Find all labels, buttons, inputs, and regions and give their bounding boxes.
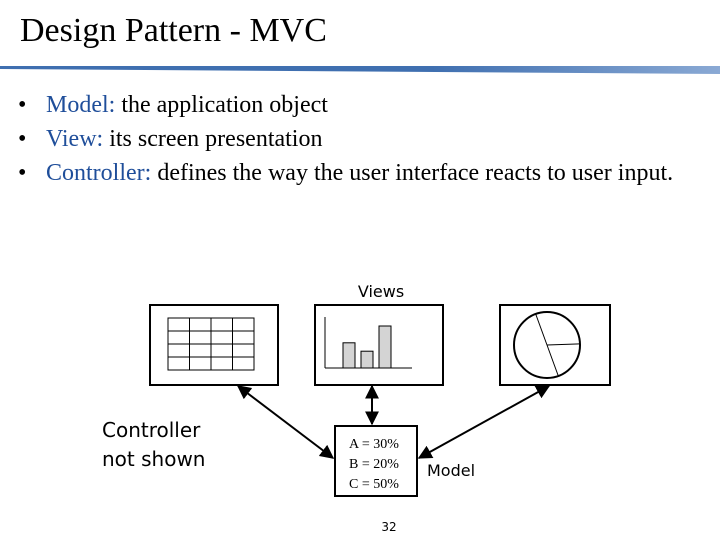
slide-title: Design Pattern - MVC <box>20 12 327 49</box>
model-box: A = 30% B = 20% C = 50% <box>334 425 418 497</box>
pie-slice-divider <box>535 313 548 346</box>
bullet-controller: • Controller: defines the way the user in… <box>18 156 708 190</box>
bullet-text: the application object <box>115 92 328 118</box>
bar <box>378 325 392 369</box>
page-number: 32 <box>381 520 396 534</box>
model-frame <box>334 425 418 497</box>
views-label: Views <box>358 282 404 301</box>
bullet-model: • Model: the application object <box>18 88 708 122</box>
bullet-dot: • <box>18 160 27 186</box>
model-label: Model <box>427 461 475 480</box>
pie-chart-view <box>499 304 611 386</box>
pie-slice-divider <box>546 344 559 377</box>
controller-note-line2: not shown <box>102 447 205 471</box>
bar-chart-view <box>314 304 444 386</box>
bullet-term: Controller: <box>46 160 152 186</box>
bullet-term: Model: <box>46 92 116 118</box>
bullet-list: • Model: the application object • View: it… <box>18 88 708 190</box>
bullet-text: defines the way the user interface react… <box>151 160 674 186</box>
model-value-b: B = 20% <box>349 457 399 472</box>
pie-slice-divider <box>546 343 580 346</box>
bullet-dot: • <box>18 126 27 152</box>
arrow-pie-model <box>417 385 551 459</box>
bar <box>360 350 374 369</box>
bullet-view: • View: its screen presentation <box>18 122 708 156</box>
controller-note-line1: Controller <box>102 418 201 442</box>
arrow-table-model <box>236 385 335 459</box>
model-value-a: A = 30% <box>349 437 399 452</box>
title-rule <box>0 66 720 74</box>
bar <box>342 342 356 369</box>
table-view-frame <box>149 304 279 386</box>
bullet-text: its screen presentation <box>103 126 323 152</box>
bullet-dot: • <box>18 92 27 118</box>
bullet-term: View: <box>46 126 104 152</box>
table-view <box>149 304 279 386</box>
model-value-c: C = 50% <box>349 477 399 492</box>
